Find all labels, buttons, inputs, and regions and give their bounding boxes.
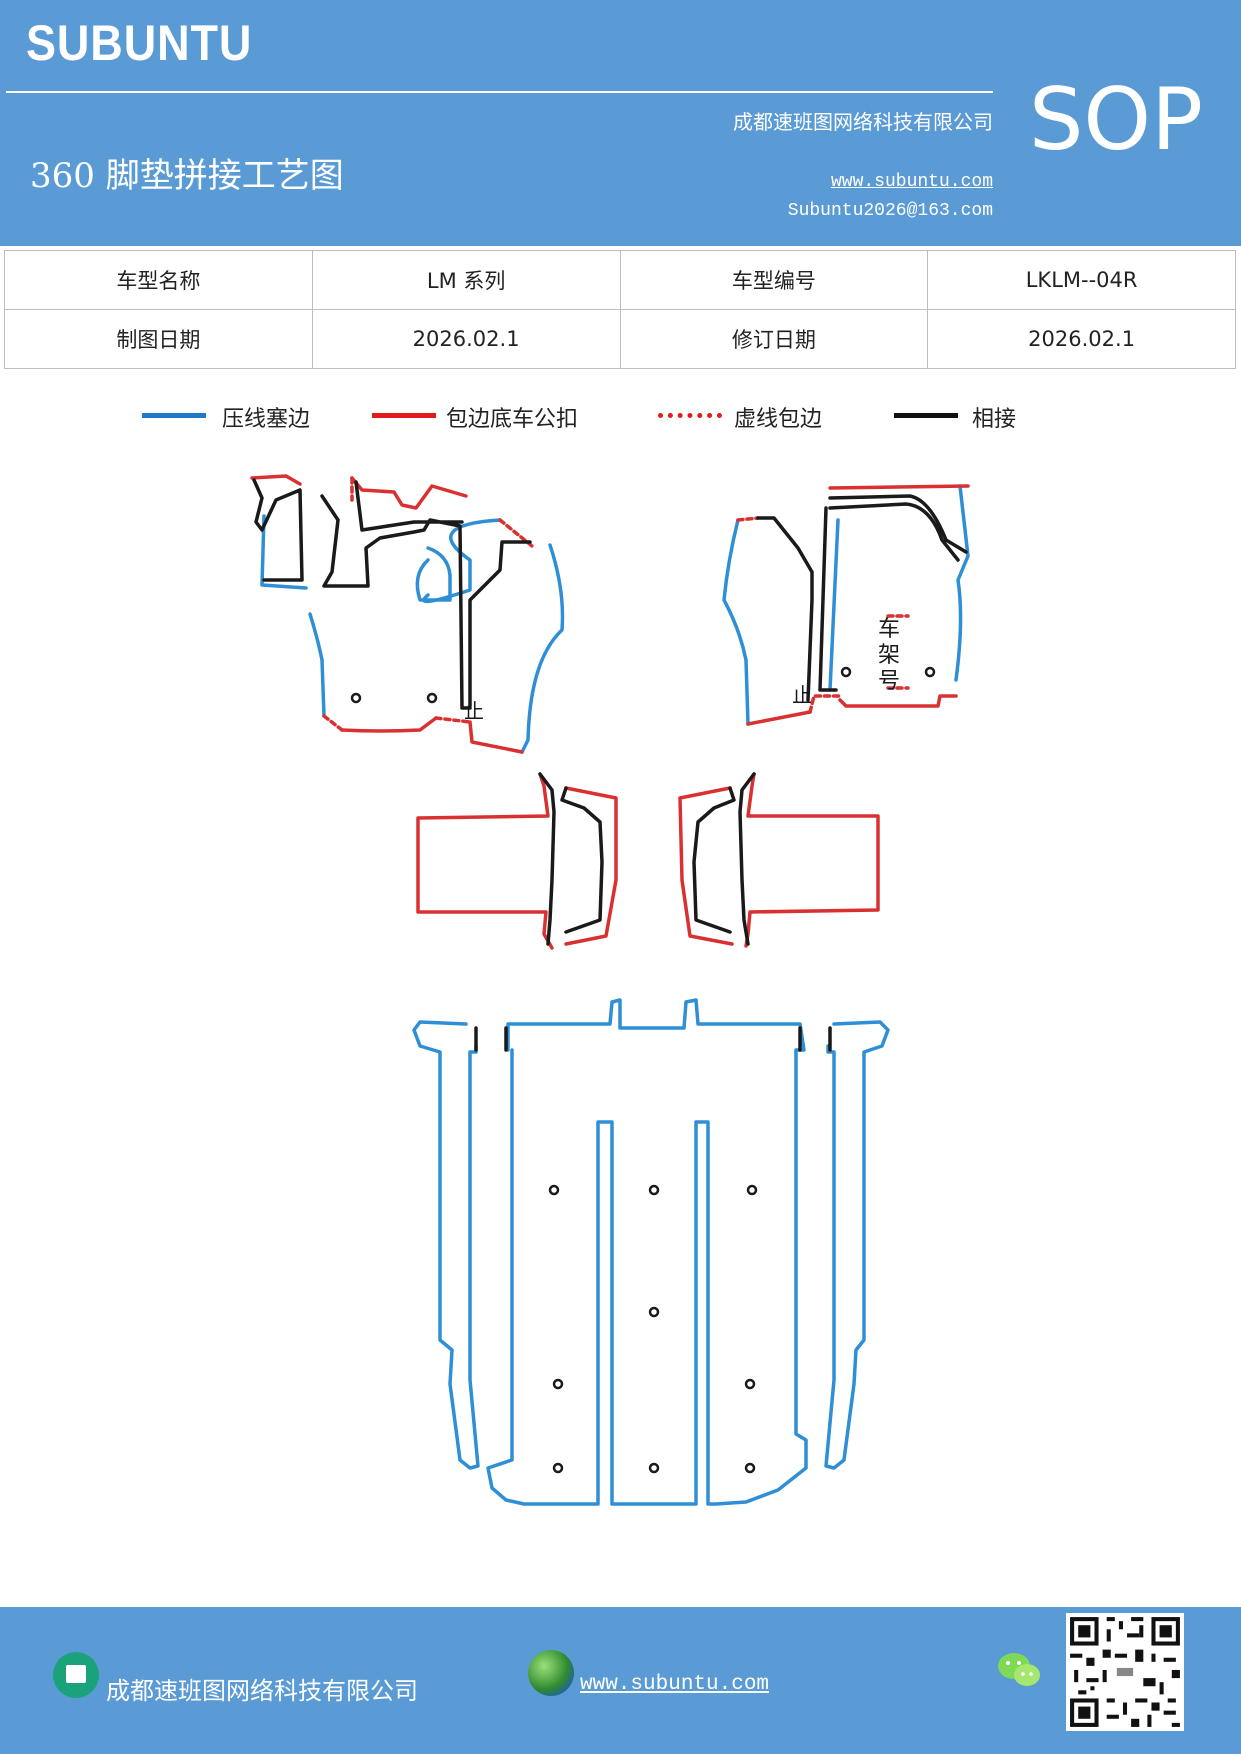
- mat-outline-blue: [260, 514, 565, 754]
- stop-mark: 止: [464, 699, 484, 723]
- legend-swatch: [372, 413, 436, 418]
- floor-mat-diagram: 止 车 架 号 止: [250, 474, 970, 1506]
- stop-mark: 止: [792, 683, 812, 707]
- table-row: 制图日期 2026.02.1 修订日期 2026.02.1: [4, 309, 1236, 369]
- table-cell: 车型编号: [619, 250, 929, 310]
- table-cell: LKLM--04R: [927, 250, 1236, 310]
- legend-swatch: [894, 413, 958, 418]
- table-row: 车型名称 LM 系列 车型编号 LKLM--04R: [4, 250, 1236, 310]
- legend-swatch: [142, 413, 206, 418]
- wechat-icon: [998, 1653, 1040, 1686]
- mount-hole: [552, 1378, 564, 1390]
- footer-company-name: 成都速班图网络科技有限公司: [106, 1677, 418, 1705]
- mat-outline-blue-small: [415, 546, 452, 602]
- front-right-mat: 车 架 号 止: [722, 484, 970, 726]
- table-cell: 2026.02.1: [311, 309, 621, 369]
- right-sill-mat: [678, 772, 880, 948]
- mount-hole: [552, 1462, 564, 1474]
- mat-edge-red-dotted: [736, 516, 910, 714]
- footer-website-link[interactable]: www.subuntu.com: [580, 1673, 770, 1696]
- mat-outline-blue: [486, 998, 808, 1506]
- table-cell: LM 系列: [311, 250, 621, 310]
- table-cell: 2026.02.1: [927, 309, 1236, 369]
- document-title: 360 脚垫拼接工艺图: [30, 156, 344, 196]
- mat-outline-blue: [412, 1020, 480, 1470]
- table-cell: 车型名称: [4, 250, 313, 310]
- rear-floor-mat: [412, 998, 890, 1506]
- website-link[interactable]: www.subuntu.com: [830, 172, 993, 192]
- mount-hole: [648, 1306, 660, 1318]
- mat-outline-blue: [824, 1020, 890, 1470]
- mat-seam-black: [756, 494, 968, 702]
- header-banner: SUBUNTU 成都速班图网络科技有限公司 SOP 360 脚垫拼接工艺图 ww…: [0, 0, 1241, 246]
- email-address: Subuntu2026@163.com: [787, 201, 993, 221]
- vehicle-info-table: 车型名称 LM 系列 车型编号 LKLM--04R 制图日期 2026.02.1…: [4, 250, 1236, 369]
- header-divider: [6, 91, 993, 93]
- frame-label: 车: [878, 617, 900, 642]
- mount-hole: [840, 666, 852, 678]
- front-left-mat: 止: [250, 474, 565, 754]
- legend-swatch: [658, 413, 722, 418]
- mount-hole: [548, 1184, 560, 1196]
- sop-label: SOP: [1028, 70, 1203, 170]
- mount-hole: [648, 1184, 660, 1196]
- mat-edge-red: [678, 772, 880, 948]
- mount-hole: [746, 1184, 758, 1196]
- mount-hole: [648, 1462, 660, 1474]
- left-sill-mat: [416, 772, 618, 950]
- mat-seam-black: [252, 478, 532, 710]
- legend-label: 相接: [972, 407, 1017, 432]
- mount-hole: [924, 666, 936, 678]
- mat-edge-red: [416, 772, 618, 950]
- mat-seam-black: [538, 772, 604, 946]
- mat-edge-red: [746, 484, 970, 726]
- table-cell: 制图日期: [4, 309, 313, 369]
- mat-edge-red-dotted: [322, 476, 534, 732]
- mount-hole: [426, 692, 438, 704]
- mat-seam-black: [474, 1026, 832, 1052]
- legend-label: 虚线包边: [734, 407, 823, 432]
- qr-code[interactable]: [1066, 1613, 1184, 1731]
- mount-hole: [744, 1378, 756, 1390]
- company-name: 成都速班图网络科技有限公司: [733, 110, 993, 134]
- mat-edge-red: [250, 474, 524, 754]
- frame-label: 号: [878, 669, 900, 694]
- building-icon: [53, 1652, 99, 1698]
- brand-logo: SUBUNTU: [26, 15, 253, 71]
- globe-icon: [528, 1650, 574, 1696]
- mat-outline-blue: [722, 484, 970, 726]
- mount-hole: [350, 692, 362, 704]
- mount-hole: [744, 1462, 756, 1474]
- footer-banner: 成都速班图网络科技有限公司 www.subuntu.com: [0, 1607, 1241, 1754]
- mat-seam-black: [692, 772, 756, 946]
- table-cell: 修订日期: [619, 309, 929, 369]
- frame-label: 架: [878, 643, 900, 668]
- legend-label: 压线塞边: [222, 407, 311, 432]
- legend-label: 包边底车公扣: [446, 407, 579, 432]
